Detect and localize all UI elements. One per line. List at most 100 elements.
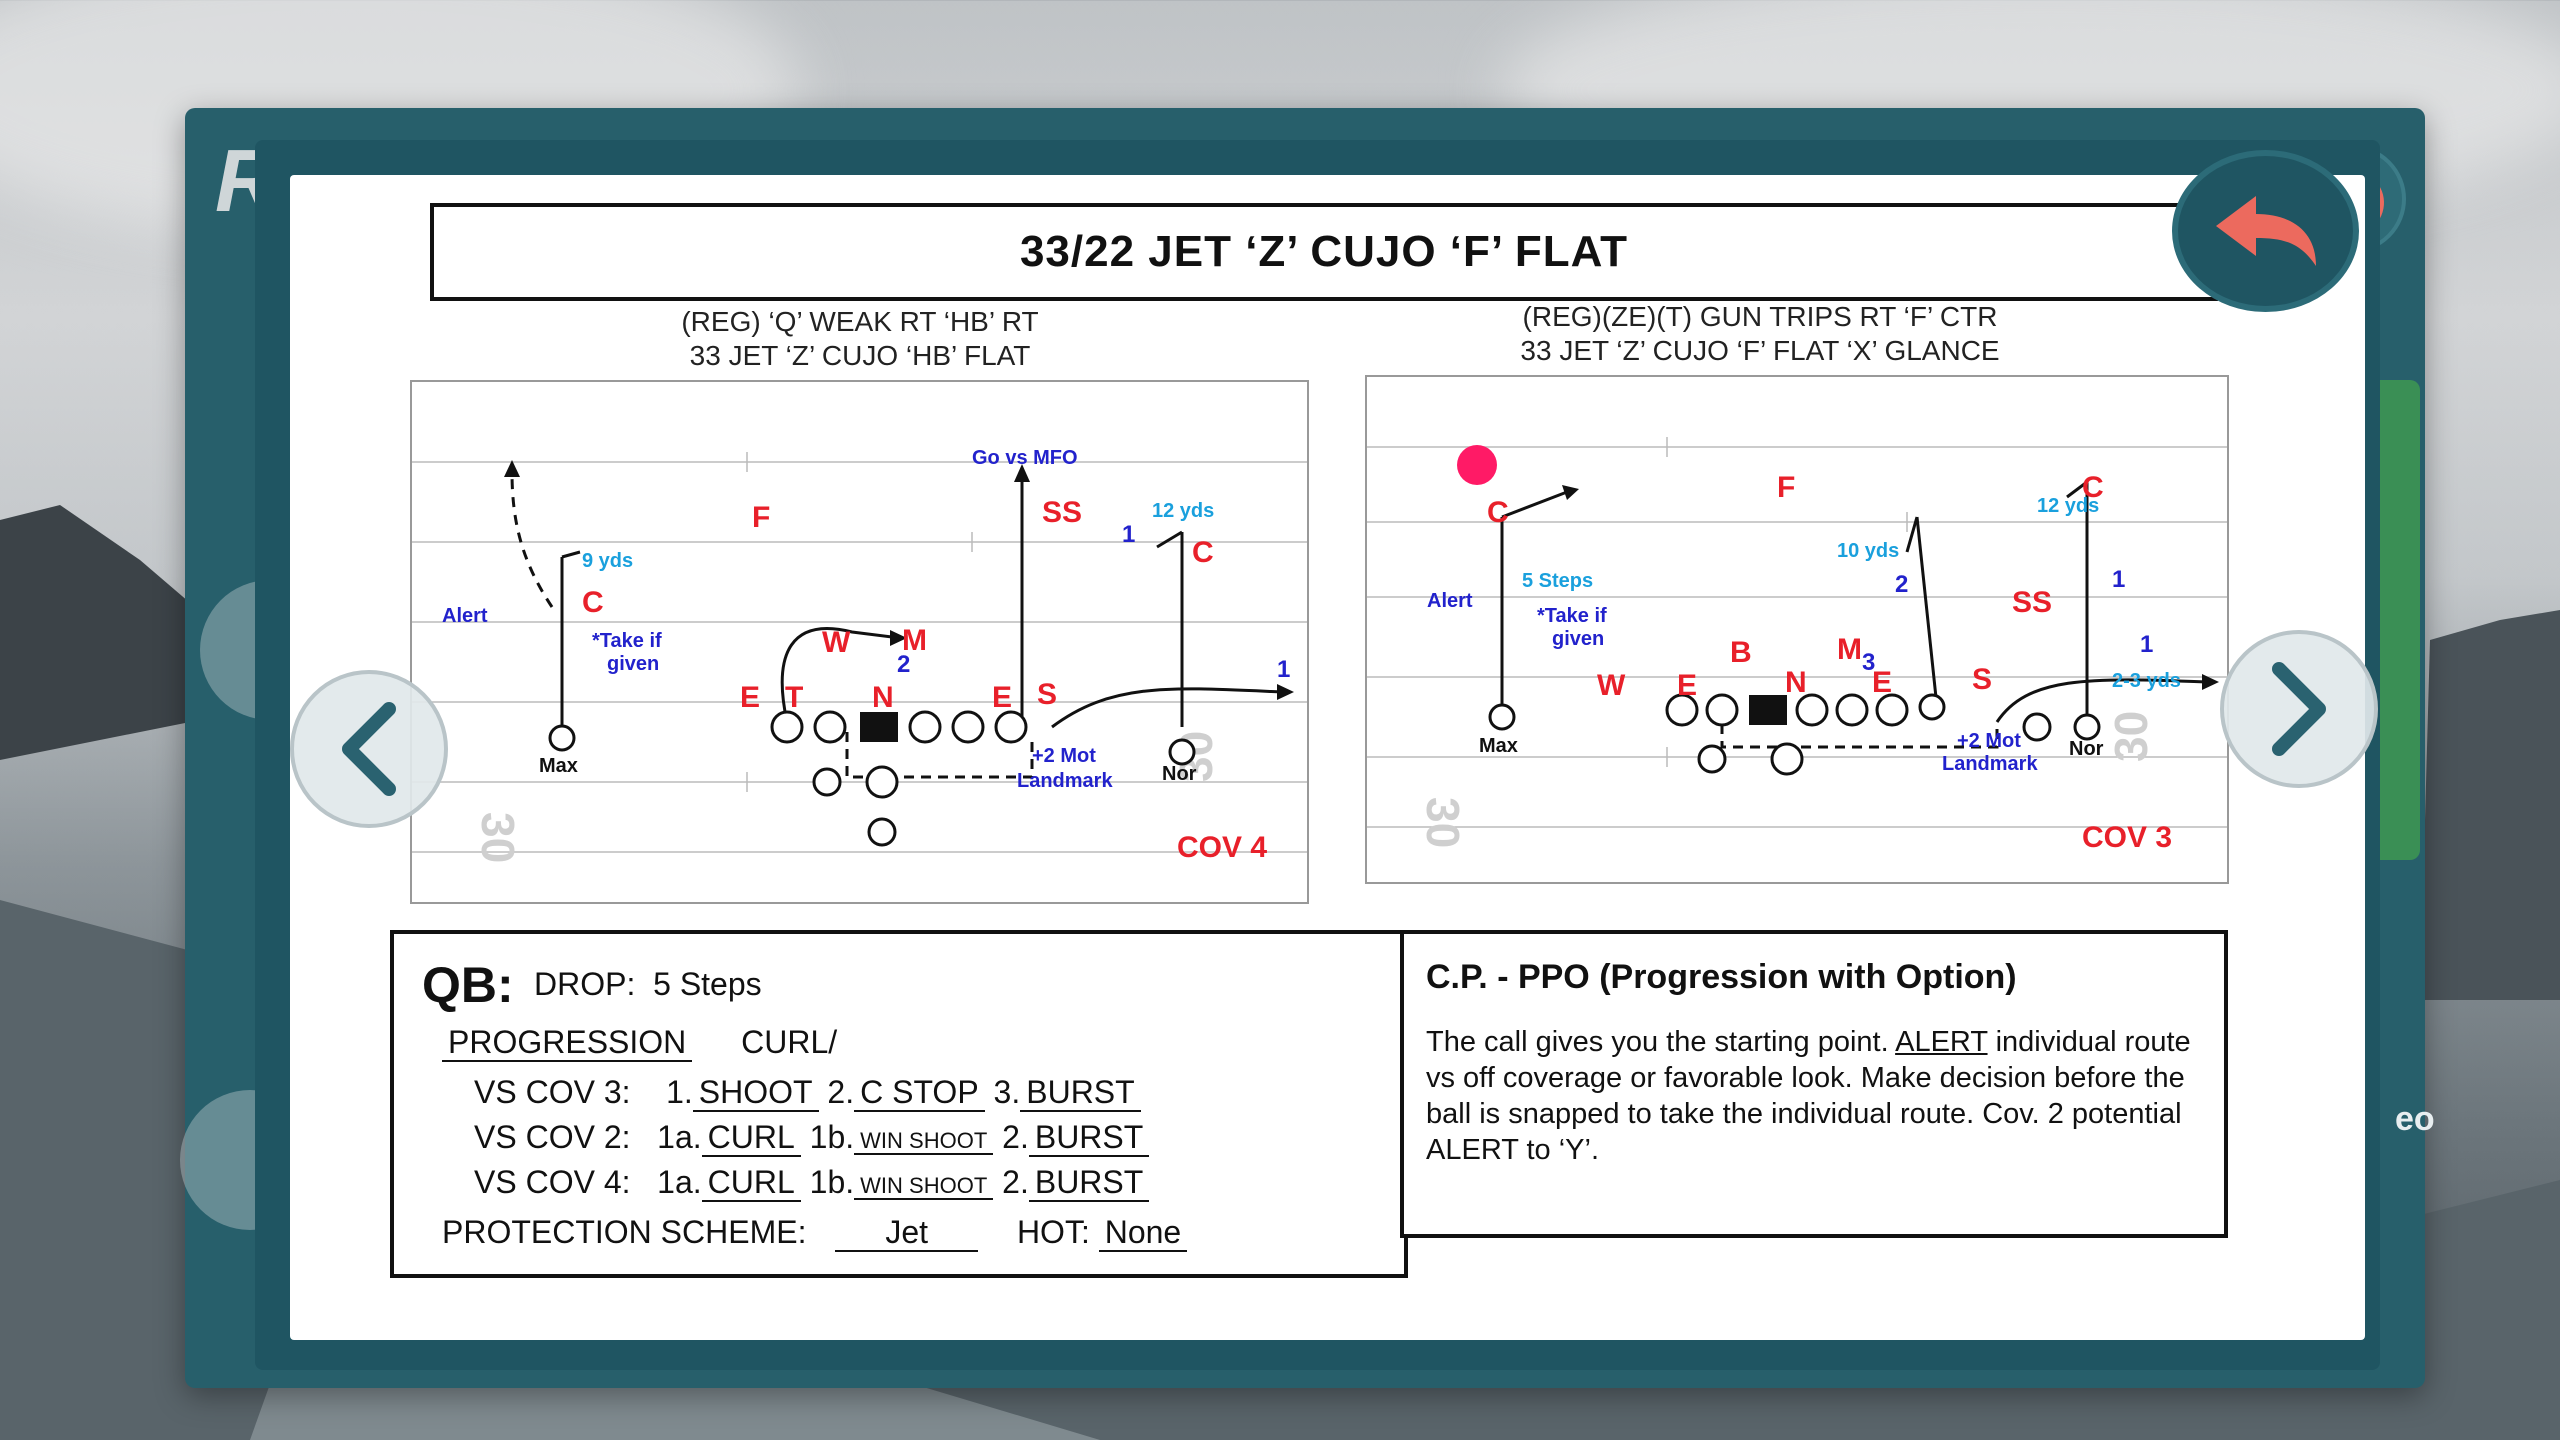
player-label: Max [1479, 735, 1518, 757]
defender-b: B [1730, 636, 1752, 669]
hot-value: None [1098, 1214, 1188, 1252]
protection-row: PROTECTION SCHEME: Jet HOT: None [442, 1214, 1188, 1252]
right-formation: (REG)(ZE)(T) GUN TRIPS RT ‘F’ CTR 33 JET… [1410, 300, 2110, 368]
alert-label: Alert [442, 605, 488, 627]
coaching-point-box: C.P. - PPO (Progression with Option) The… [1400, 930, 2228, 1238]
defender-c: C [582, 586, 604, 619]
step-number: 1b. [809, 1164, 855, 1200]
highlight-dot [1457, 445, 1497, 485]
read-number: 2 [897, 651, 910, 678]
progression-row: PROGRESSION CURL/ [442, 1024, 838, 1062]
progression-label: PROGRESSION [442, 1024, 693, 1062]
right-formation-line-2: 33 JET ‘Z’ CUJO ‘F’ FLAT ‘X’ GLANCE [1520, 335, 2000, 366]
coverage-label: COV 4 [1177, 831, 1267, 864]
step-number: 1a. [657, 1119, 702, 1155]
curl-header: CURL/ [741, 1024, 838, 1060]
step-value: BURST [1020, 1074, 1141, 1112]
defender-w: W [822, 626, 851, 659]
step-number: 1. [666, 1074, 693, 1110]
player-label: Nor [2069, 738, 2104, 760]
step-number: 2. [1002, 1119, 1029, 1155]
cov2-row: VS COV 2: 1a.CURL 1b.WIN SHOOT 2.BURST [474, 1119, 1150, 1157]
defender-ss: SS [1042, 496, 1082, 529]
route-note: *Take if [1537, 605, 1607, 627]
playcard-sheet: 33/22 JET ‘Z’ CUJO ‘F’ FLAT (REG) ‘Q’ WE… [290, 175, 2365, 1340]
player-label: Max [539, 755, 578, 777]
drop-row: DROP: 5 Steps [534, 966, 762, 1003]
route-note: 10 yds [1837, 540, 1899, 562]
defender-e: E [1872, 666, 1892, 699]
step-value: SHOOT [692, 1074, 819, 1112]
qb-progression-box: QB: DROP: 5 Steps PROGRESSION CURL/ VS C… [390, 930, 1408, 1278]
step-value: BURST [1028, 1164, 1150, 1202]
protection-label: PROTECTION SCHEME: [442, 1214, 807, 1250]
right-formation-line-1: (REG)(ZE)(T) GUN TRIPS RT ‘F’ CTR [1522, 301, 1998, 332]
left-formation: (REG) ‘Q’ WEAK RT ‘HB’ RT 33 JET ‘Z’ CUJ… [560, 305, 1160, 373]
protection-value: Jet [835, 1214, 979, 1252]
step-number: 1b. [809, 1119, 855, 1155]
defender-w: W [1597, 669, 1626, 702]
cov3-row: VS COV 3: 1.SHOOT 2.C STOP 3.BURST [474, 1074, 1141, 1112]
coverage-label: COV 3 [2082, 821, 2172, 854]
yard-number: 30 [472, 812, 524, 863]
defender-m: M [1837, 633, 1862, 666]
defender-e: E [992, 681, 1012, 714]
route-note: *Take if [592, 630, 662, 652]
route-note: Go vs MFO [972, 447, 1078, 469]
read-number: 1 [2140, 631, 2153, 658]
read-number: 3 [1862, 649, 1875, 676]
prev-page-button[interactable] [290, 670, 448, 828]
route-note: +2 Mot [1957, 730, 2021, 752]
player-label: Nor [1162, 763, 1197, 785]
defender-n: N [1785, 666, 1807, 699]
yard-number: 30 [2105, 711, 2157, 762]
cov2-label: VS COV 2: [474, 1119, 631, 1155]
play-title: 33/22 JET ‘Z’ CUJO ‘F’ FLAT [1019, 227, 1629, 276]
next-page-button[interactable] [2220, 630, 2378, 788]
defender-m: M [902, 624, 927, 657]
defender-c: C [1192, 536, 1214, 569]
defender-e: E [740, 681, 760, 714]
defender-c: C [2082, 471, 2104, 504]
left-formation-line-1: (REG) ‘Q’ WEAK RT ‘HB’ RT [681, 306, 1039, 337]
defender-s: S [1037, 678, 1057, 711]
read-number: 1 [2112, 566, 2125, 593]
back-button[interactable] [2172, 150, 2359, 312]
read-number: 1 [1122, 521, 1135, 548]
right-play-diagram: 30 30 C F C SS B M W [1365, 375, 2229, 884]
alert-label: Alert [1427, 590, 1473, 612]
defender-f: F [752, 501, 770, 534]
cp-title: C.P. - PPO (Progression with Option) [1426, 958, 2017, 996]
drop-value: 5 Steps [653, 966, 762, 1002]
route-note: 9 yds [582, 550, 633, 572]
route-note: Landmark [1942, 753, 2038, 775]
drop-label: DROP: [534, 966, 636, 1002]
undo-arrow-icon [2215, 196, 2316, 266]
cp-text-2: individual route vs off coverage or favo… [1426, 1026, 2191, 1166]
step-value: CURL [701, 1119, 801, 1157]
cov4-row: VS COV 4: 1a.CURL 1b.WIN SHOOT 2.BURST [474, 1164, 1150, 1202]
left-formation-line-2: 33 JET ‘Z’ CUJO ‘HB’ FLAT [689, 340, 1031, 371]
route-note: 2-3 yds [2112, 670, 2181, 692]
step-value: C STOP [854, 1074, 985, 1112]
cp-alert: ALERT [1895, 1026, 1988, 1058]
route-note: 5 Steps [1522, 570, 1593, 592]
route-note: 12 yds [1152, 500, 1214, 522]
step-value: CURL [701, 1164, 801, 1202]
read-number: 2 [1895, 571, 1908, 598]
chevron-right-icon [2272, 662, 2326, 756]
defender-f: F [1777, 471, 1795, 504]
route-note: given [1552, 628, 1604, 650]
step-value: BURST [1028, 1119, 1150, 1157]
cp-text: The call gives you the starting point. A… [1426, 1024, 2206, 1168]
defender-t: T [785, 681, 803, 714]
side-label: eo [2395, 1100, 2435, 1138]
hot-label: HOT: [1016, 1214, 1090, 1250]
qb-title: QB: [422, 957, 514, 1013]
defender-ss: SS [2012, 586, 2052, 619]
step-number: 3. [993, 1074, 1021, 1110]
route-note: 12 yds [2037, 495, 2099, 517]
defender-s: S [1972, 663, 1992, 696]
step-number: 2. [827, 1074, 855, 1110]
defender-n: N [872, 681, 894, 714]
